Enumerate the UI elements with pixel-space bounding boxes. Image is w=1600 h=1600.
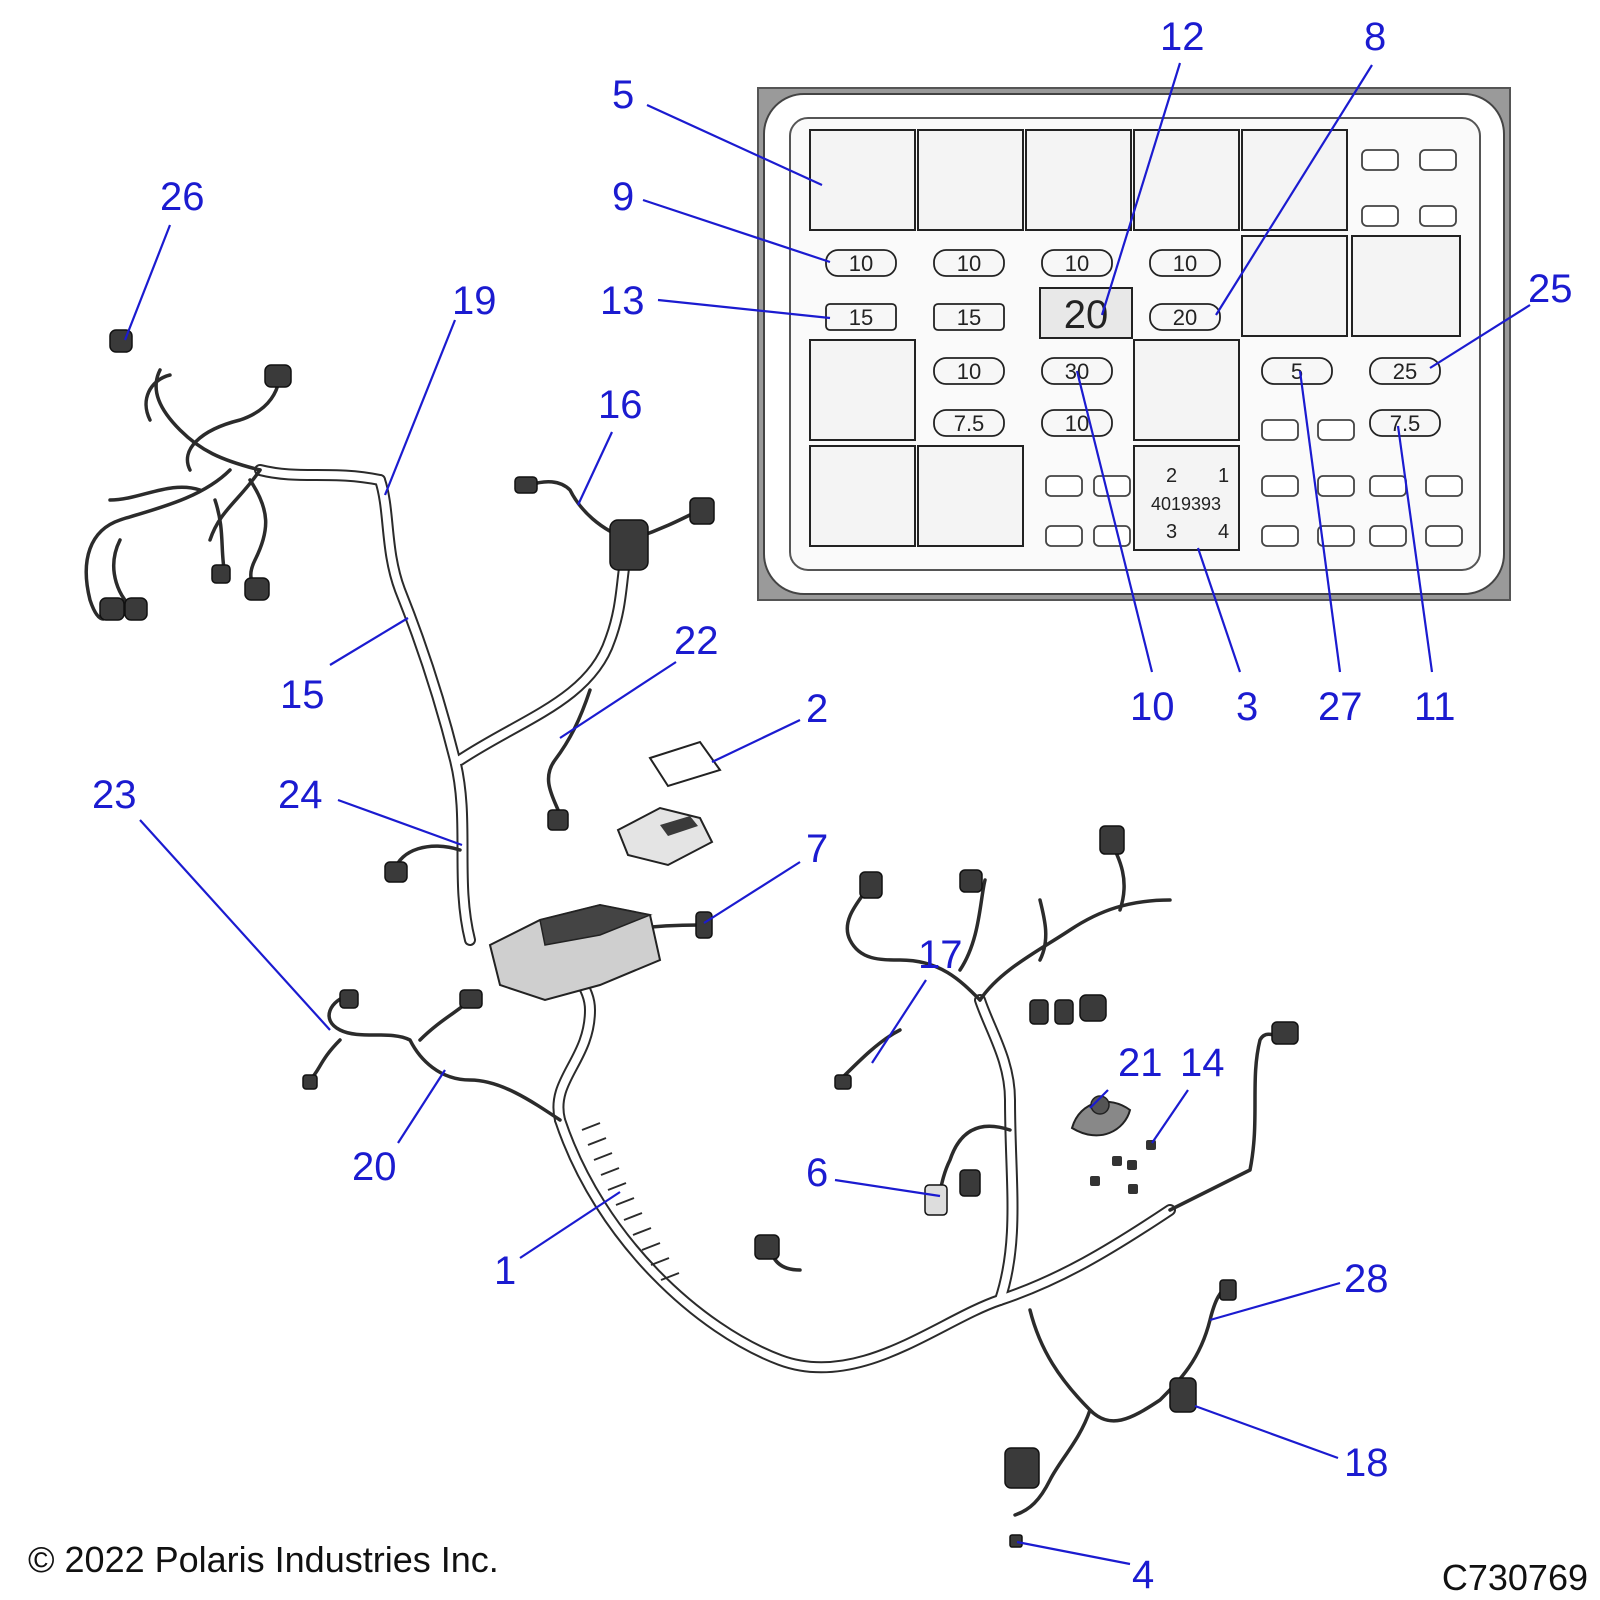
relay-11: [1133, 339, 1240, 441]
fuse-20: 20: [1149, 303, 1221, 331]
callout-21: 21: [1118, 1041, 1163, 1085]
relay-pin-label: 3: [1166, 521, 1177, 543]
fuse-10-c: 10: [1041, 249, 1113, 277]
callout-11: 11: [1414, 685, 1456, 729]
fuse-value: 10: [957, 359, 981, 384]
item-21-grommet: [1070, 1095, 1132, 1137]
copyright-text: © 2022 Polaris Industries Inc.: [28, 1539, 499, 1580]
callout-16: 16: [598, 383, 643, 427]
relay-pin-label: 4: [1218, 521, 1229, 543]
fuse-value: 20: [1173, 305, 1197, 330]
callout-4: 4: [1132, 1553, 1154, 1597]
callout-2: 2: [806, 687, 828, 731]
relay-part-text: 4019393: [1151, 494, 1221, 514]
fuse-value: 20: [1064, 293, 1109, 337]
fuse-value: 10: [957, 251, 981, 276]
callout-6: 6: [806, 1151, 828, 1195]
callout-14: 14: [1180, 1041, 1225, 1085]
relay-7: [1351, 235, 1461, 337]
callout-25: 25: [1528, 267, 1573, 311]
fuse-10-f: 10: [1041, 409, 1113, 437]
fuse-value: 10: [1173, 251, 1197, 276]
fuse-10-b: 10: [933, 249, 1005, 277]
callout-9: 9: [612, 175, 634, 219]
callout-18: 18: [1344, 1441, 1389, 1485]
fuse-15-b: 15: [933, 303, 1005, 331]
relay-10: [917, 445, 1024, 547]
callout-3: 3: [1236, 685, 1258, 729]
item-14-screws: [1090, 1140, 1156, 1194]
fuse-7-5-b: 7.5: [1369, 409, 1441, 437]
callout-7: 7: [806, 827, 828, 871]
fuse-10-a: 10: [825, 249, 897, 277]
callout-numbers: 26 19 16 15 22 2 23 24 7 20 1 17 21 14 6…: [92, 15, 1573, 1597]
callout-17: 17: [918, 933, 963, 977]
relay-6: [1241, 235, 1348, 337]
relay-1: [809, 129, 916, 231]
callout-10: 10: [1130, 685, 1175, 729]
callout-24: 24: [278, 773, 323, 817]
relay-9: [809, 445, 916, 547]
connectors: [99, 329, 1299, 1548]
relay-pin-label: 2: [1166, 465, 1177, 487]
fuse-value: 7.5: [1390, 411, 1421, 436]
fuse-box-inset: 10 10 10 10 15 15 20 20: [757, 87, 1511, 601]
fuse-10-d: 10: [1149, 249, 1221, 277]
item-module-cover: [616, 806, 714, 867]
drawing-number: C730769: [1442, 1557, 1588, 1598]
callout-23: 23: [92, 773, 137, 817]
fuse-5: 5: [1261, 357, 1333, 385]
harness-fuse-box: [488, 903, 662, 1002]
callout-28: 28: [1344, 1257, 1389, 1301]
callout-27: 27: [1318, 685, 1363, 729]
callout-leaders: [123, 62, 1531, 1566]
callout-22: 22: [674, 619, 719, 663]
relay-2: [917, 129, 1024, 231]
fuse-7-5-a: 7.5: [933, 409, 1005, 437]
callout-13: 13: [600, 279, 645, 323]
relay-3: [1025, 129, 1132, 231]
callout-8: 8: [1364, 15, 1386, 59]
fuse-15-a: 15: [825, 303, 897, 331]
fuse-20-maxi: 20: [1039, 287, 1133, 339]
fuse-value: 10: [1065, 411, 1089, 436]
fuse-value: 15: [849, 305, 873, 330]
fuse-value: 25: [1393, 359, 1417, 384]
callout-12: 12: [1160, 15, 1205, 59]
callout-1: 1: [494, 1249, 516, 1293]
callout-15: 15: [280, 673, 325, 717]
fuse-value: 15: [957, 305, 981, 330]
fuse-value: 10: [1065, 251, 1089, 276]
relay-pin-label: 1: [1218, 465, 1229, 487]
fuse-10-e: 10: [933, 357, 1005, 385]
relay-5: [1241, 129, 1348, 231]
callout-19: 19: [452, 279, 497, 323]
fuse-value: 10: [849, 251, 873, 276]
item-2-label-sticker: [648, 740, 722, 788]
callout-20: 20: [352, 1145, 397, 1189]
callout-26: 26: [160, 175, 205, 219]
conduit-ribs: [581, 1122, 680, 1281]
relay-4: [1133, 129, 1240, 231]
relay-8: [809, 339, 916, 441]
fuse-25: 25: [1369, 357, 1441, 385]
relay-12-numbered: [1133, 445, 1240, 551]
fuse-value: 7.5: [954, 411, 985, 436]
empty-fuse-slots: [1045, 149, 1463, 547]
wiring-harness-art: [84, 329, 1299, 1548]
callout-5: 5: [612, 73, 634, 117]
